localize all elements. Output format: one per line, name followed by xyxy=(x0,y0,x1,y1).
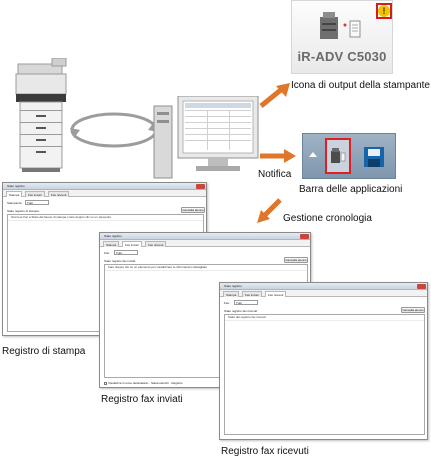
list-item[interactable]: Fare doppio clic su un elemento per visu… xyxy=(105,265,307,271)
printer-label: Stampante: xyxy=(7,201,23,205)
list-item[interactable]: Scorrere fino a Stato del lavoro di stam… xyxy=(8,215,203,221)
show-recipient-checkbox[interactable]: Visualizza il nome destinatario · Salva … xyxy=(104,381,183,385)
fax-select[interactable]: Tutti xyxy=(234,300,258,305)
tab-print[interactable]: Stampa xyxy=(223,291,240,297)
taskbar xyxy=(302,133,396,179)
print-log-caption: Registro di stampa xyxy=(2,346,86,357)
fax-received-log-window: Stato registro Stampa Fax inviati Fax ri… xyxy=(219,282,428,440)
history-caption: Gestione cronologia xyxy=(283,213,372,224)
multifunction-printer-icon xyxy=(15,58,67,172)
clear-list-button[interactable]: Cancella elenco xyxy=(181,207,205,213)
printer-model-label: iR-ADV C5030 xyxy=(297,49,387,64)
tab-bar: Stampa Fax inviati Fax ricevuti xyxy=(3,190,206,197)
tab-bar: Stampa Fax inviati Fax ricevuti xyxy=(220,290,427,297)
tab-fax-sent[interactable]: Fax inviati xyxy=(122,241,142,247)
arrow-to-output-icon xyxy=(259,83,290,108)
fax-label: Fax: xyxy=(104,251,110,255)
tab-fax-sent[interactable]: Fax inviati xyxy=(25,191,45,197)
title-bar: Stato registro xyxy=(220,283,427,290)
section-label: Stato registro fax ricevuti: xyxy=(224,309,258,313)
printer-output-icon-box: ! iR-ADV C5030 xyxy=(291,0,393,74)
title-bar: Stato registro xyxy=(100,233,310,240)
taskbar-caption: Barra delle applicazioni xyxy=(299,184,403,195)
fax-sent-log-caption: Registro fax inviati xyxy=(101,394,183,405)
clear-list-button[interactable]: Cancella elenco xyxy=(401,307,425,313)
printer-output-icon xyxy=(320,12,361,39)
show-hidden-icons-chevron-up-icon[interactable] xyxy=(308,149,318,159)
arrow-to-history-icon xyxy=(257,198,282,223)
tab-bar: Stampa Fax inviati Fax ricevuti xyxy=(100,240,310,247)
floppy-disk-tray-icon[interactable] xyxy=(363,146,385,168)
printer-output-icon-caption: Icona di output della stampante xyxy=(291,80,430,91)
log-list[interactable]: Stato del registro fax ricevuti xyxy=(224,314,425,435)
section-label: Stato registro fax inviati: xyxy=(104,259,137,263)
notification-caption: Notifica xyxy=(258,169,292,180)
window-title: Stato registro xyxy=(7,184,25,188)
arrow-to-taskbar-icon xyxy=(260,149,296,163)
title-bar: Stato registro xyxy=(3,183,206,190)
tab-fax-received[interactable]: Fax ricevuti xyxy=(145,241,167,247)
warning-icon: ! xyxy=(378,5,390,17)
fax-select[interactable]: Tutti xyxy=(114,250,138,255)
communication-loop-icon xyxy=(70,112,158,148)
close-button[interactable] xyxy=(196,184,205,189)
checkbox-label: Visualizza il nome destinatario · Salva … xyxy=(108,381,183,385)
close-button[interactable] xyxy=(417,284,426,289)
tab-fax-received[interactable]: Fax ricevuti xyxy=(48,191,70,197)
clear-list-button[interactable]: Cancella elenco xyxy=(284,257,308,263)
close-button[interactable] xyxy=(300,234,309,239)
fax-label: Fax: xyxy=(224,301,230,305)
tab-fax-received[interactable]: Fax ricevuti xyxy=(265,291,287,297)
tab-print[interactable]: Stampa xyxy=(103,241,120,247)
list-item[interactable]: Stato del registro fax ricevuti xyxy=(225,315,424,321)
printer-select[interactable]: Tutti xyxy=(25,200,49,205)
warning-frame: ! xyxy=(376,3,392,19)
printer-status-tray-button[interactable] xyxy=(325,138,351,174)
tab-fax-sent[interactable]: Fax inviati xyxy=(242,291,262,297)
window-title: Stato registro xyxy=(104,234,122,238)
window-title: Stato registro xyxy=(224,284,242,288)
fax-received-log-caption: Registro fax ricevuti xyxy=(221,446,309,457)
computer-icon xyxy=(153,96,259,179)
section-label: Stato registro di stampa: xyxy=(7,209,40,213)
printer-tray-icon xyxy=(331,148,346,163)
tab-print[interactable]: Stampa xyxy=(6,191,23,197)
